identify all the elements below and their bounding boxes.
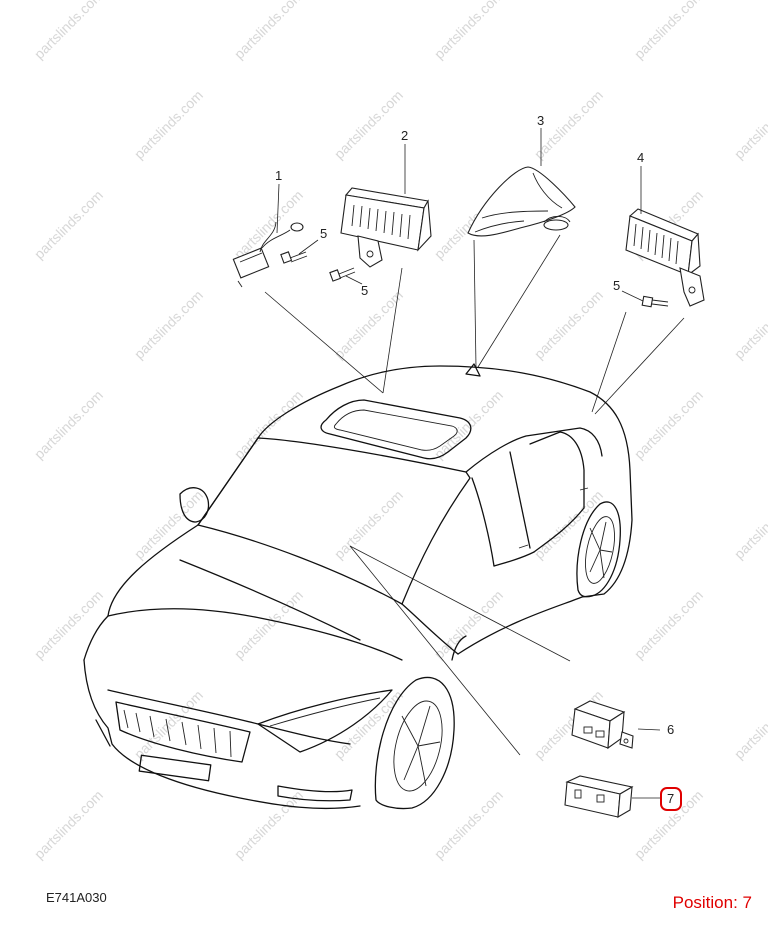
watermark-text: partslinds.com (331, 287, 406, 362)
watermark-text: partslinds.com (331, 487, 406, 562)
callout-labels: 1 2 3 4 5 5 5 6 7 (275, 113, 674, 806)
watermark-text: partslinds.com (531, 287, 606, 362)
watermark-text: partslinds.com (231, 587, 306, 662)
watermark-text: partslinds.com (731, 687, 768, 762)
watermark-text: partslinds.com (431, 587, 506, 662)
watermark-text: partslinds.com (131, 487, 206, 562)
watermark-text: partslinds.com (31, 387, 106, 462)
part-7-module[interactable] (564, 775, 634, 819)
callout-5c[interactable]: 5 (613, 278, 620, 293)
watermark-text: partslinds.com (31, 787, 106, 862)
part-6-module[interactable] (571, 700, 634, 750)
watermark-text: partslinds.com (131, 287, 206, 362)
callout-7[interactable]: 7 (667, 791, 674, 806)
watermark-text: partslinds.com (31, 187, 106, 262)
callout-2[interactable]: 2 (401, 128, 408, 143)
watermark-text: partslinds.com (31, 0, 106, 62)
watermark-text: partslinds.com (31, 587, 106, 662)
watermark-text: partslinds.com (631, 387, 706, 462)
screw-5a[interactable] (280, 251, 308, 264)
callout-4[interactable]: 4 (637, 150, 644, 165)
part-1-antenna-amplifier[interactable] (232, 221, 304, 288)
watermark-text: partslinds.com (731, 287, 768, 362)
watermark-text: partslinds.com (631, 587, 706, 662)
vehicle-outline (83, 363, 633, 810)
watermark-text: partslinds.com (731, 487, 768, 562)
watermark-text: partslinds.com (131, 87, 206, 162)
watermark-text: partslinds.com (331, 87, 406, 162)
part-2-antenna-module[interactable] (340, 187, 432, 268)
position-label: Position: 7 (672, 893, 752, 912)
watermark-text: partslinds.com (631, 0, 706, 62)
part-4-antenna-module[interactable] (625, 208, 705, 307)
selected-position-ring (660, 787, 682, 811)
screw-5c[interactable] (641, 295, 669, 308)
screw-5b[interactable] (329, 267, 356, 282)
watermark-text: partslinds.com (231, 0, 306, 62)
callout-6[interactable]: 6 (667, 722, 674, 737)
callout-1[interactable]: 1 (275, 168, 282, 183)
watermark-text: partslinds.com (431, 787, 506, 862)
leader-lines (264, 128, 685, 799)
callout-5b[interactable]: 5 (361, 283, 368, 298)
watermark-text: partslinds.com (731, 87, 768, 162)
watermark-text: partslinds.com (431, 0, 506, 62)
diagram-code: E741A030 (46, 890, 107, 905)
callout-3[interactable]: 3 (537, 113, 544, 128)
watermark-text: partslinds.com (231, 387, 306, 462)
callout-5a[interactable]: 5 (320, 226, 327, 241)
part-3-roof-antenna[interactable] (467, 166, 576, 237)
